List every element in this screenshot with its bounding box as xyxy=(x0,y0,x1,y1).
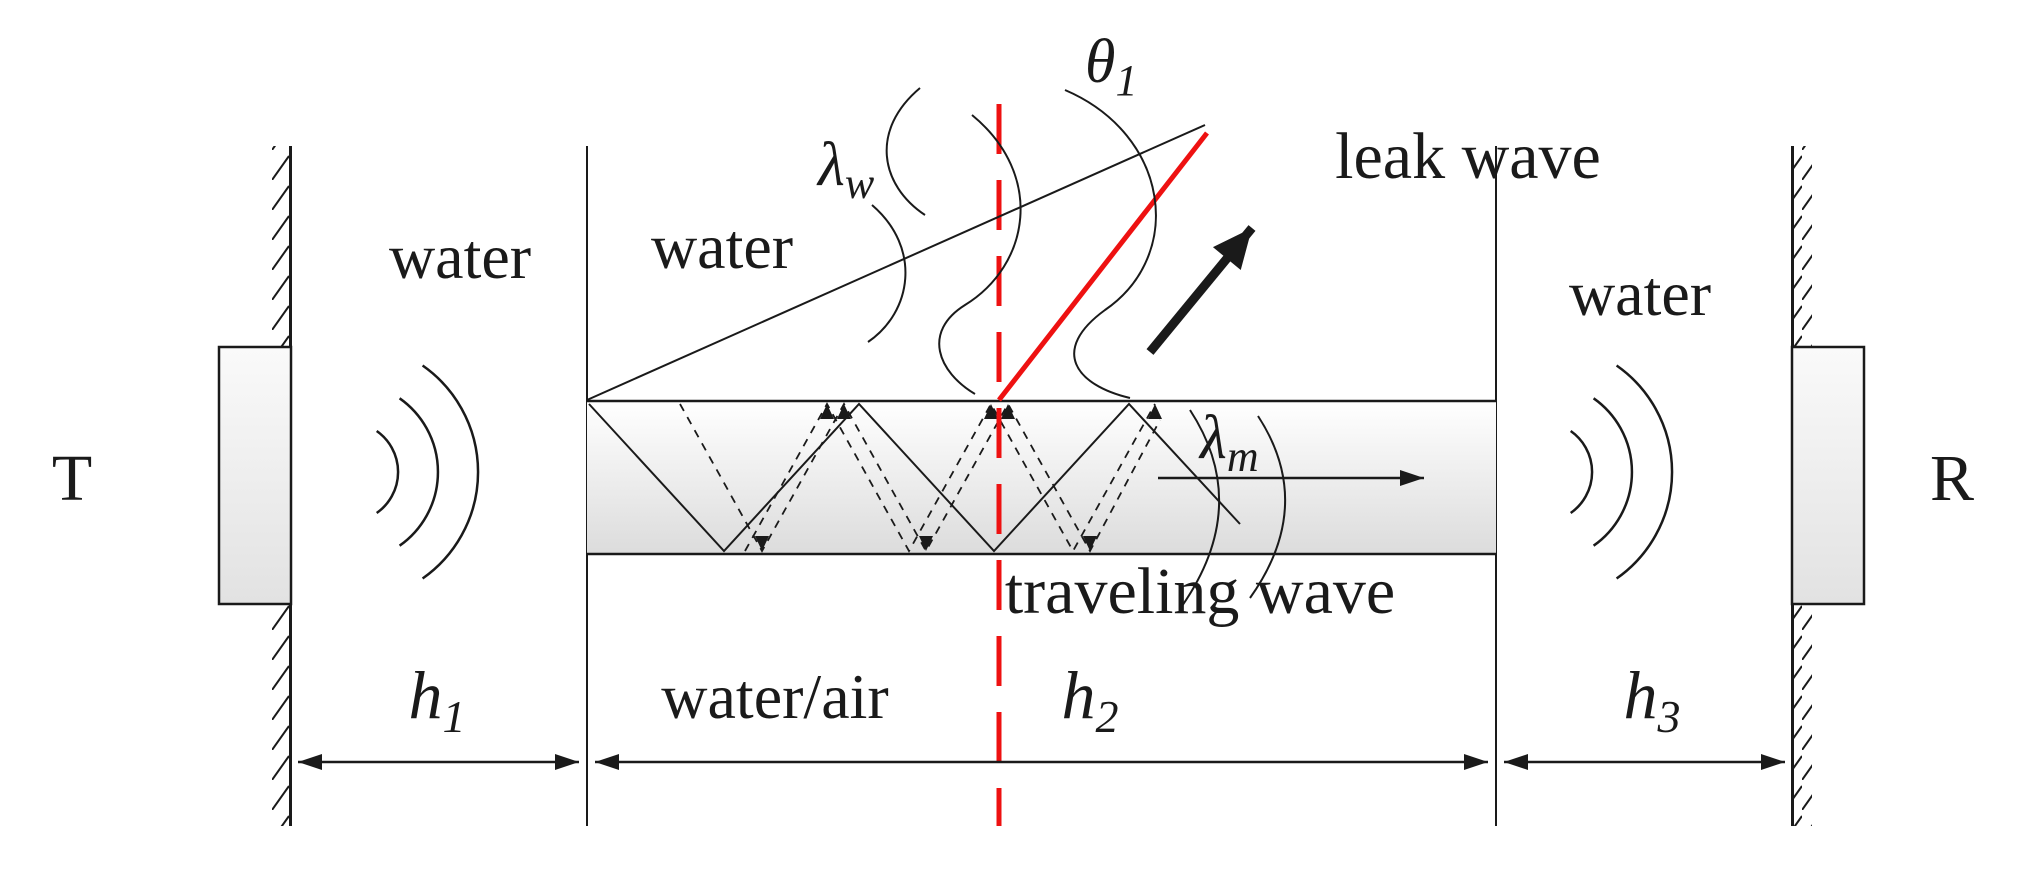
theta1-label: θ1 xyxy=(1085,28,1137,105)
up-arrowhead xyxy=(820,404,834,419)
h2-label: h2 xyxy=(1062,657,1119,742)
leak-wave-label: leak wave xyxy=(1335,120,1601,193)
receiver-label: R xyxy=(1930,442,1974,515)
water-air-label: water/air xyxy=(661,661,888,732)
ray-arrowheads xyxy=(755,404,1162,551)
transmitter-label: T xyxy=(52,442,92,515)
traveling-wave-arcs xyxy=(1181,409,1287,607)
wave-arc xyxy=(375,429,400,515)
lambda-m-subscript: m xyxy=(1227,432,1259,481)
wave-arc xyxy=(1592,397,1634,547)
theta1-subscript: 1 xyxy=(1115,56,1137,105)
traveling-wave-label: traveling wave xyxy=(1005,555,1395,628)
h1-subscript: 1 xyxy=(443,691,466,742)
receiver-block xyxy=(1790,345,1866,606)
wave-curl xyxy=(885,87,926,216)
dashed-zigzag-ray xyxy=(744,402,1156,553)
traveling-wavefront-arc xyxy=(1249,415,1287,599)
solid-zigzag-ray xyxy=(588,402,1241,553)
h3-symbol: h xyxy=(1624,657,1658,733)
incident-wavefront-line xyxy=(586,124,1206,401)
down-arrowhead xyxy=(1083,536,1097,551)
down-arrowhead xyxy=(919,536,933,551)
red-leak-ray-line xyxy=(997,131,1209,402)
transmitter-wave-arcs xyxy=(375,364,480,580)
water-left-label: water xyxy=(389,221,531,292)
wave-arc xyxy=(421,364,480,580)
lambda-w-symbol: λ xyxy=(816,131,845,199)
wave-curl xyxy=(867,204,907,343)
up-arrowhead xyxy=(1148,404,1162,419)
traveling-wavefront-arc xyxy=(1181,409,1221,607)
water-right-label: water xyxy=(1569,258,1711,329)
theta1-symbol: θ xyxy=(1085,28,1115,96)
wave-arc xyxy=(398,397,440,547)
wavefront-curls xyxy=(867,87,1157,399)
lambda-m-symbol: λ xyxy=(1198,404,1227,472)
up-arrowhead xyxy=(837,404,851,419)
leak-wave-arrow xyxy=(1146,225,1256,355)
h3-subscript: 3 xyxy=(1657,691,1681,742)
up-arrowhead xyxy=(1001,404,1015,419)
lambda-m-label: λm xyxy=(1198,404,1259,481)
h1-symbol: h xyxy=(409,657,443,733)
up-arrowhead xyxy=(984,404,998,419)
water-center-label: water xyxy=(651,211,793,282)
wave-curl xyxy=(1064,89,1157,399)
wave-curl xyxy=(938,114,1022,395)
lambda-w-subscript: w xyxy=(845,159,875,208)
h2-symbol: h xyxy=(1062,657,1096,733)
down-arrowhead xyxy=(755,536,769,551)
wave-arc xyxy=(1615,364,1674,580)
wave-arc xyxy=(1569,429,1594,515)
h2-subscript: 2 xyxy=(1096,691,1119,742)
lambda-w-label: λw xyxy=(816,131,875,208)
h1-label: h1 xyxy=(409,657,466,742)
receiver-wave-arcs xyxy=(1569,364,1674,580)
h3-label: h3 xyxy=(1624,657,1681,742)
transmitter-block xyxy=(217,345,293,606)
